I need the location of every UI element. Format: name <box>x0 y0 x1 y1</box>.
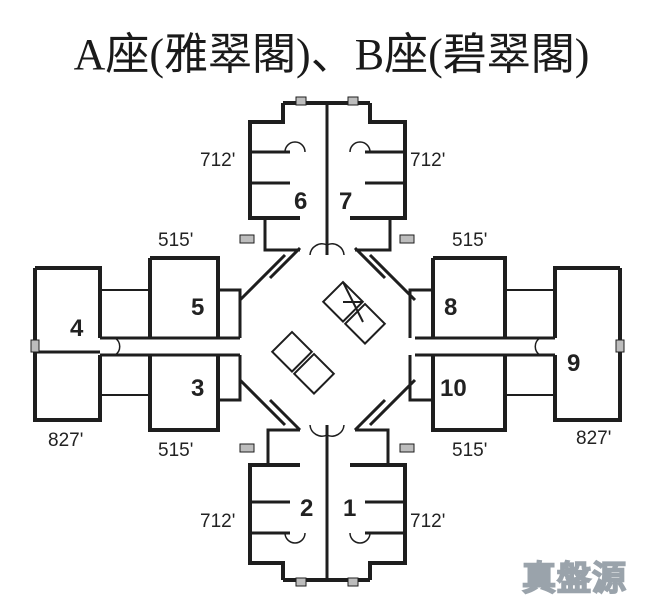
door-swings <box>114 141 541 544</box>
windows <box>30 96 625 587</box>
unit-number-5: 5 <box>191 294 205 321</box>
unit-8-outline <box>431 256 507 338</box>
unit-10-outline <box>431 355 507 432</box>
unit-number-9: 9 <box>567 350 581 377</box>
unit-9-outline <box>553 266 622 422</box>
unit-number-6: 6 <box>294 188 308 215</box>
area-label-unit-1: 712' <box>410 511 446 532</box>
lift-core <box>270 280 387 396</box>
area-label-unit-9: 827' <box>576 428 612 449</box>
title-separator: 、 <box>310 30 355 79</box>
area-label-unit-10: 515' <box>452 440 488 461</box>
watermark: 真盤源 <box>521 558 627 600</box>
unit-number-8: 8 <box>444 294 458 321</box>
unit-3-outline <box>148 355 220 432</box>
area-label-unit-4: 827' <box>48 430 84 451</box>
unit-number-4: 4 <box>70 315 84 342</box>
page-title: A座(雅翠閣)、B座(碧翠閣) <box>0 18 663 82</box>
area-label-unit-7: 712' <box>410 150 446 171</box>
area-label-unit-8: 515' <box>452 230 488 251</box>
area-label-unit-3: 515' <box>158 440 194 461</box>
area-label-unit-2: 712' <box>200 511 236 532</box>
block-a-title: A座(雅翠閣) <box>73 30 311 79</box>
unit-number-2: 2 <box>300 495 314 522</box>
unit-number-3: 3 <box>191 375 205 402</box>
area-label-unit-6: 712' <box>200 150 236 171</box>
floor-plan-walls <box>33 101 622 582</box>
unit-number-7: 7 <box>339 188 353 215</box>
unit-5-outline <box>148 256 220 338</box>
unit-number-1: 1 <box>343 495 357 522</box>
area-label-unit-5: 515' <box>158 230 194 251</box>
unit-number-10: 10 <box>440 375 467 402</box>
unit-4-outline <box>33 266 102 422</box>
block-b-title: B座(碧翠閣) <box>354 30 590 79</box>
